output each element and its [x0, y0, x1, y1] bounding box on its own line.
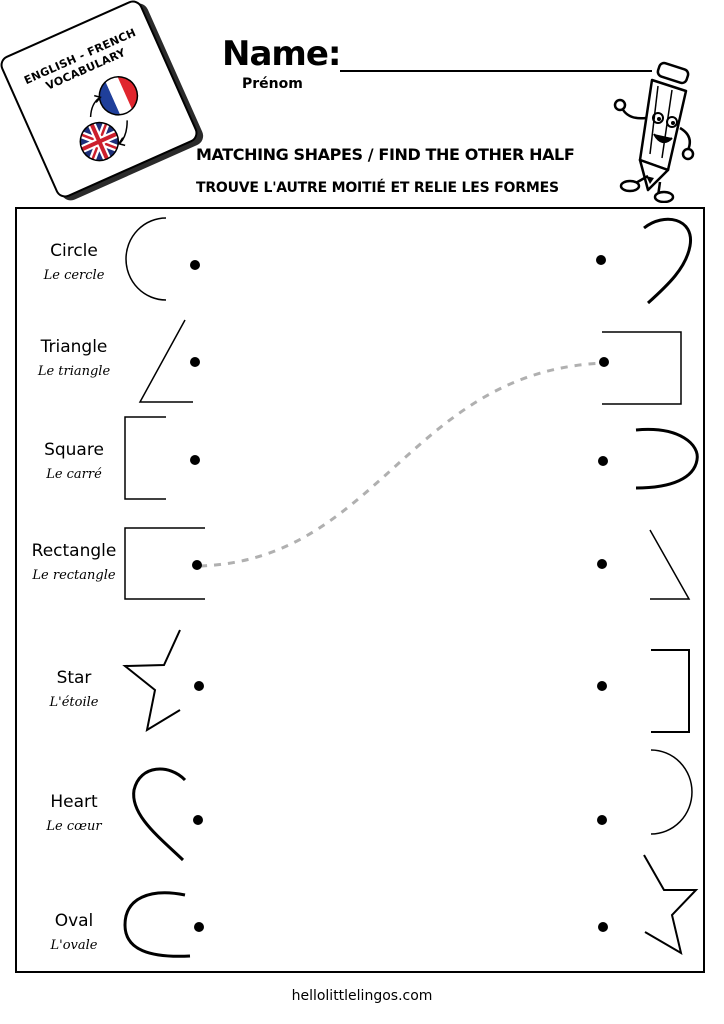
label-fr-square: Le carré	[46, 467, 102, 482]
worksheet-frame	[15, 207, 705, 973]
label-en-star: Star	[56, 668, 92, 688]
label-en-square: Square	[44, 440, 104, 460]
flags-icon	[74, 70, 144, 167]
connect-point-right-6[interactable]	[592, 810, 612, 830]
vocabulary-logo-card: English - French Vocabulary	[0, 0, 201, 201]
connect-point-left-square[interactable]	[185, 450, 205, 470]
connect-point-left-circle[interactable]	[185, 255, 205, 275]
connect-point-right-1[interactable]	[591, 250, 611, 270]
label-fr-triangle: Le triangle	[37, 364, 111, 379]
label-en-rectangle: Rectangle	[31, 541, 117, 561]
worksheet-title-french: TROUVE L'AUTRE MOITIÉ ET RELIE LES FORME…	[196, 180, 559, 196]
worksheet-title-english: MATCHING SHAPES / FIND THE OTHER HALF	[196, 145, 575, 164]
uk-flag-icon	[74, 116, 125, 167]
connect-point-left-oval[interactable]	[189, 917, 209, 937]
label-en-oval: Oval	[54, 911, 94, 931]
connect-point-left-heart[interactable]	[188, 810, 208, 830]
label-en-triangle: Triangle	[40, 337, 108, 357]
label-fr-heart: Le cœur	[46, 819, 102, 834]
connect-point-left-rectangle[interactable]	[187, 555, 207, 575]
label-fr-star: L'étoile	[49, 695, 99, 710]
label-fr-oval: L'ovale	[50, 938, 98, 953]
prenom-label: Prénom	[242, 76, 303, 92]
connect-point-right-7[interactable]	[593, 917, 613, 937]
connect-point-left-star[interactable]	[189, 676, 209, 696]
label-en-heart: Heart	[50, 792, 98, 812]
name-write-line[interactable]	[340, 70, 652, 72]
connect-point-right-3[interactable]	[593, 451, 613, 471]
connect-point-right-5[interactable]	[592, 676, 612, 696]
label-en-circle: Circle	[50, 241, 98, 261]
label-fr-circle: Le cercle	[43, 268, 105, 283]
connect-point-left-triangle[interactable]	[185, 352, 205, 372]
connect-point-right-4[interactable]	[592, 554, 612, 574]
footer-website: hellolittlelingos.com	[291, 988, 433, 1004]
connect-point-right-2[interactable]	[594, 352, 614, 372]
label-fr-rectangle: Le rectangle	[32, 568, 116, 583]
name-label: Name:	[222, 34, 341, 74]
pencil-mascot-icon	[613, 61, 695, 203]
